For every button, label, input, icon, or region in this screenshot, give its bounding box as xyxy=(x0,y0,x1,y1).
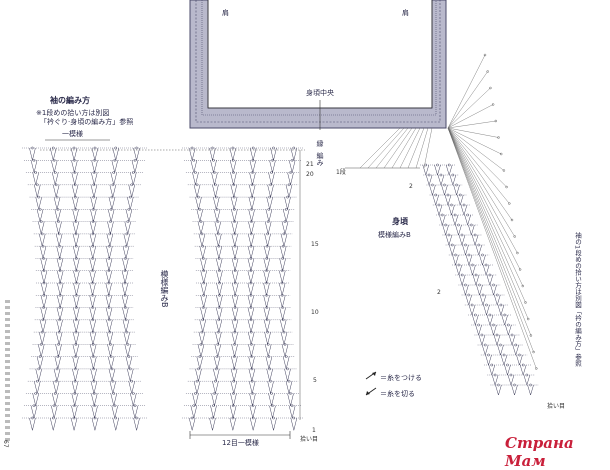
body-stitch-chart xyxy=(420,163,539,396)
sleeve-row-21: 21 xyxy=(306,161,314,168)
legend-cut-symbol xyxy=(365,387,377,396)
watermark-text: Страна Мам xyxy=(505,434,574,470)
sleeve-row-1: 1 xyxy=(312,427,316,434)
repeat-bracket xyxy=(189,431,291,439)
body-row-2a: 2 xyxy=(409,183,413,190)
legend-attach-text: ＝糸をつける xyxy=(380,374,422,382)
shoulder-left-label: 肩 xyxy=(222,9,229,17)
sleeve-note-2: 「衿ぐり·身頃の編み方」参照 xyxy=(40,118,134,126)
page-number: 67 xyxy=(2,440,9,448)
body-pattern-label: 模様編みB xyxy=(378,231,411,239)
pickup-lines xyxy=(345,53,538,370)
sleeve-note-1: ※1段めの拾い方は別図 xyxy=(36,109,110,117)
neckline-band xyxy=(189,0,447,130)
legend-cut-text: ＝糸を切る xyxy=(380,390,415,398)
sleeve-row-10: 10 xyxy=(311,309,319,316)
sleeve-bottom-label: 12目一模様 xyxy=(222,439,259,447)
body-row-1: 1段 xyxy=(336,169,346,176)
sleeve-pattern-label: 模様編みB xyxy=(160,270,169,308)
sleeve-row-15: 15 xyxy=(311,241,319,248)
body-start-label: 拾い目 xyxy=(547,403,566,410)
body-title: 身頃 xyxy=(392,217,408,226)
sleeve-row-5: 5 xyxy=(313,377,317,384)
sleeve-repeat-label: 一模様 xyxy=(62,130,83,138)
page-edge-strip xyxy=(5,300,10,441)
body-side-note: 袖の1段めの拾い方は別図「衿の編み方」参照 xyxy=(573,232,582,367)
sleeve-title: 袖の編み方 xyxy=(50,96,90,105)
legend-attach-symbol xyxy=(365,371,377,380)
body-row-2b: 2 xyxy=(437,289,441,296)
sleeve-edge-label-2: 編み xyxy=(316,152,324,166)
sleeve-row-20: 20 xyxy=(306,171,314,178)
neck-center-label: 身頃中央 xyxy=(306,89,334,97)
shoulder-right-label: 肩 xyxy=(402,9,409,17)
sleeve-edge-label-1: 縁 xyxy=(316,140,324,147)
sleeve-start-label: 拾い目 xyxy=(300,436,319,443)
